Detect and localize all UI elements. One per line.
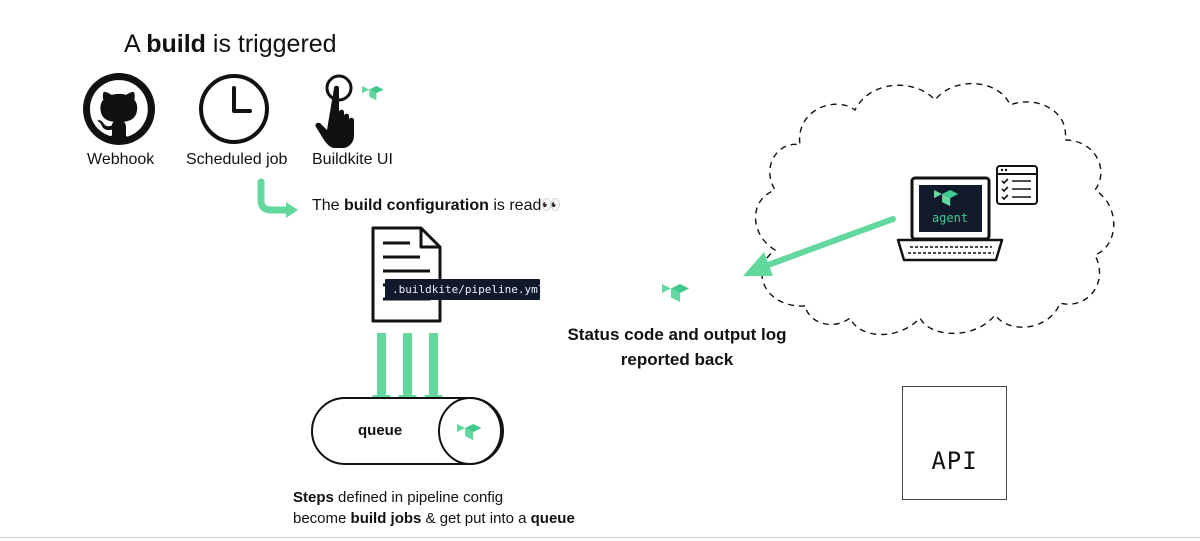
source-label-scheduled-job: Scheduled job xyxy=(186,151,288,168)
bottom-divider xyxy=(0,537,1200,538)
api-box: API xyxy=(902,386,1007,500)
clock-icon xyxy=(199,74,269,144)
steps-description: Steps defined in pipeline config become … xyxy=(293,489,575,527)
buildkite-logo-small xyxy=(362,86,384,101)
source-label-webhook: Webhook xyxy=(87,151,155,168)
agent-computer-icon xyxy=(896,176,1004,262)
buildkite-logo-center xyxy=(662,284,689,302)
queue-label: queue xyxy=(358,422,403,439)
checklist-window-icon xyxy=(996,165,1038,205)
config-read-label: The build configuration is read👀 xyxy=(312,197,562,214)
source-label-buildkite-ui: Buildkite UI xyxy=(312,151,393,168)
status-report-text: Status code and output log reported back xyxy=(567,325,787,369)
eyes-emoji: 👀 xyxy=(541,197,562,214)
github-icon xyxy=(83,73,155,145)
document-icon xyxy=(371,226,442,323)
diagram-title: A build is triggered xyxy=(124,30,337,58)
api-label: API xyxy=(931,447,978,475)
pipeline-file-tag: .buildkite/pipeline.yml xyxy=(385,279,544,300)
trigger-arrow xyxy=(257,178,298,218)
pointer-hand-icon xyxy=(315,74,354,148)
agent-label: agent xyxy=(932,211,968,225)
report-back-arrow xyxy=(743,216,896,276)
